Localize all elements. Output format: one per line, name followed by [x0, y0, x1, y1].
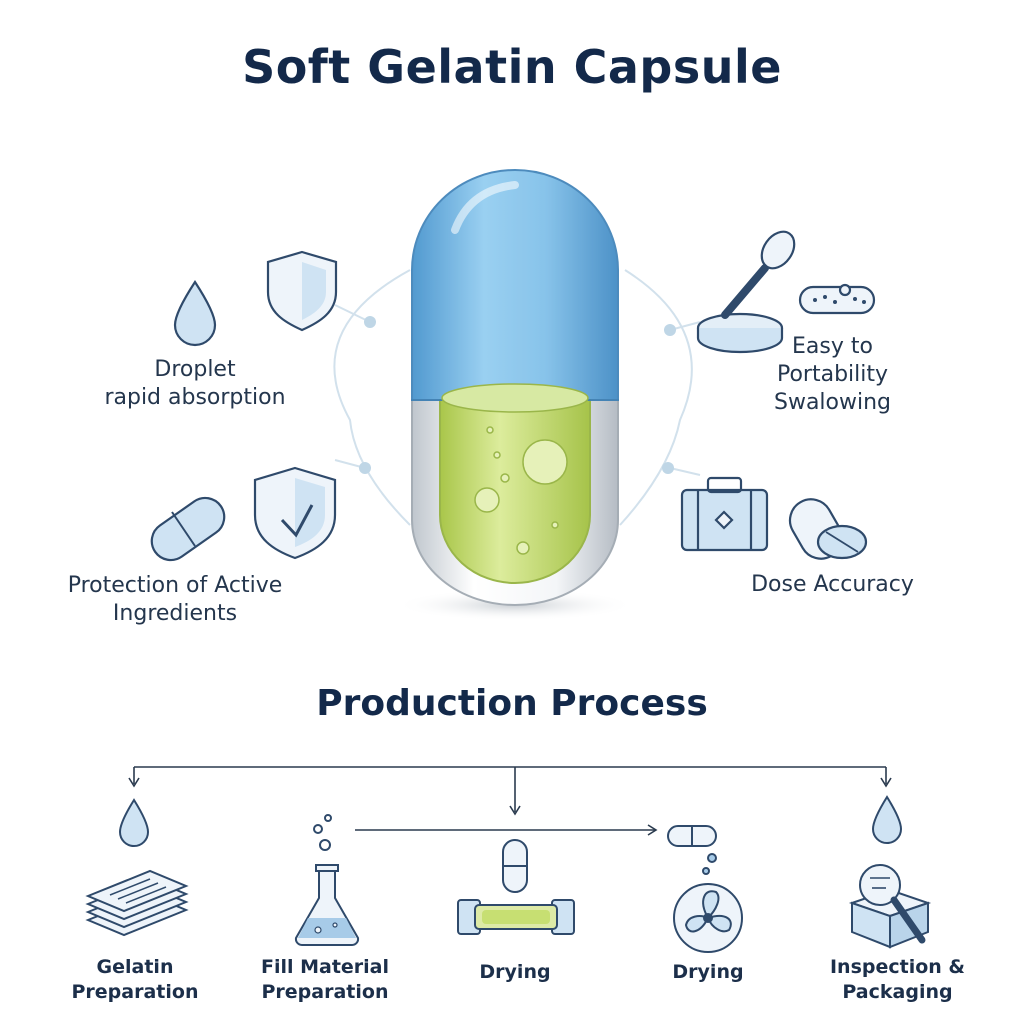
process-flow-lines: [128, 766, 892, 836]
easy-label-line1: Easy to: [792, 334, 873, 359]
page-title: Soft Gelatin Capsule: [242, 40, 782, 94]
capsule-illustration: [395, 169, 635, 621]
step-inspection-packaging: Inspection & Packaging: [815, 955, 980, 1005]
droplet-label-line1: Droplet: [154, 357, 236, 382]
step-drying-1: Drying: [455, 960, 575, 985]
shield-check-icon: [253, 466, 337, 560]
droplet-label-line2: rapid absorption: [104, 385, 286, 410]
step-label-line1: Drying: [479, 961, 551, 983]
step-fill-material-preparation: Fill Material Preparation: [245, 955, 405, 1005]
step-drying-2: Drying: [648, 960, 768, 985]
process-droplet-icon-1: [118, 798, 150, 847]
spoon-dish-icon: [696, 230, 796, 354]
dose-benefit-label: Dose Accuracy: [751, 572, 914, 597]
process-title: Production Process: [316, 683, 708, 724]
protection-label-line2: Ingredients: [112, 601, 238, 626]
flask-icon: [294, 814, 360, 947]
capsule-small-icon: [502, 839, 528, 893]
droplet-icon: [173, 279, 217, 347]
step-label-line2: Packaging: [842, 981, 953, 1003]
suitcase-icon: [680, 476, 769, 552]
fan-icon: [673, 883, 743, 953]
protection-benefit-label: Protection of Active Ingredients: [55, 572, 295, 628]
stacked-sheets-icon: [85, 869, 189, 937]
tablet-strip-icon: [798, 283, 876, 315]
connector-nodes: [359, 316, 676, 474]
easy-label-line3: Swalowing: [773, 390, 892, 415]
easy-benefit-label: Easy to Portability Swalowing: [750, 333, 915, 417]
easy-label-line2: Portability: [776, 362, 889, 387]
box-magnifier-icon: [848, 864, 932, 949]
step-label-line1: Drying: [672, 961, 744, 983]
droplet-benefit-label: Droplet rapid absorption: [90, 356, 300, 412]
process-droplet-icon-2: [871, 795, 903, 844]
step-label-line1: Inspection &: [829, 956, 965, 978]
capsule-drip-icon: [667, 825, 717, 875]
step-label-line2: Preparation: [71, 981, 199, 1003]
drying-tube-icon: [457, 899, 575, 935]
protection-label-line1: Protection of Active: [67, 573, 283, 598]
step-label-line1: Gelatin: [96, 956, 174, 978]
step-label-line2: Preparation: [261, 981, 389, 1003]
pills-icon: [788, 498, 868, 560]
step-label-line1: Fill Material: [260, 956, 390, 978]
connector-arcs: [333, 269, 701, 526]
pill-icon: [150, 496, 226, 562]
step-gelatin-preparation: Gelatin Preparation: [60, 955, 210, 1005]
